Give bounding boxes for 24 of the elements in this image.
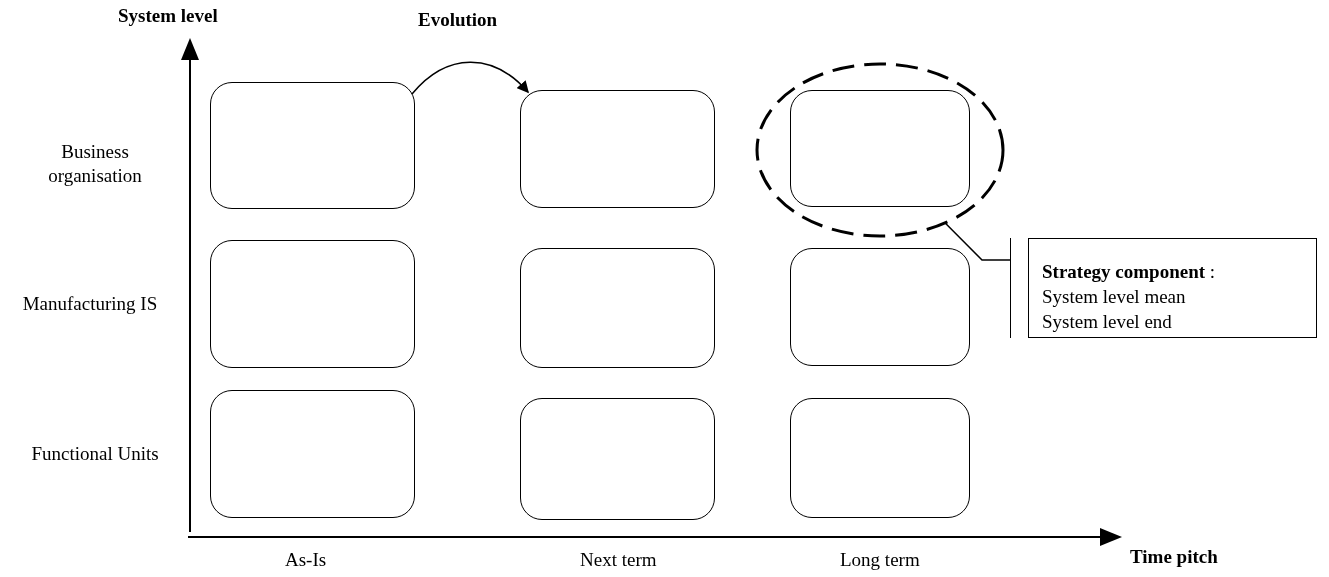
rounded-box [210,390,415,518]
curved-arrow [411,61,530,95]
rounded-box [520,248,715,368]
axis-label: Next term [580,548,657,572]
callout-text: System level mean [1042,285,1187,309]
axis-title: Time pitch [1130,545,1218,569]
rounded-box [790,90,970,207]
axis-label: Business organisation [47,140,143,188]
axis-label: Functional Units [30,442,160,466]
rounded-box [790,248,970,366]
rounded-box [520,90,715,208]
dashed-ellipse [755,62,1005,238]
leader-line [944,222,1011,261]
rounded-box [210,240,415,368]
axis-label: Manufacturing IS [21,292,159,316]
axis-title: System level [118,4,218,28]
callout-text: Strategy component : [1042,260,1217,284]
edge-label: Evolution [418,8,498,32]
axis-label: Long term [840,548,920,572]
callout-text: System level end [1042,310,1173,334]
axis-label: As-Is [285,548,327,572]
rounded-box [210,82,415,209]
rounded-box [790,398,970,518]
rounded-box [520,398,715,520]
